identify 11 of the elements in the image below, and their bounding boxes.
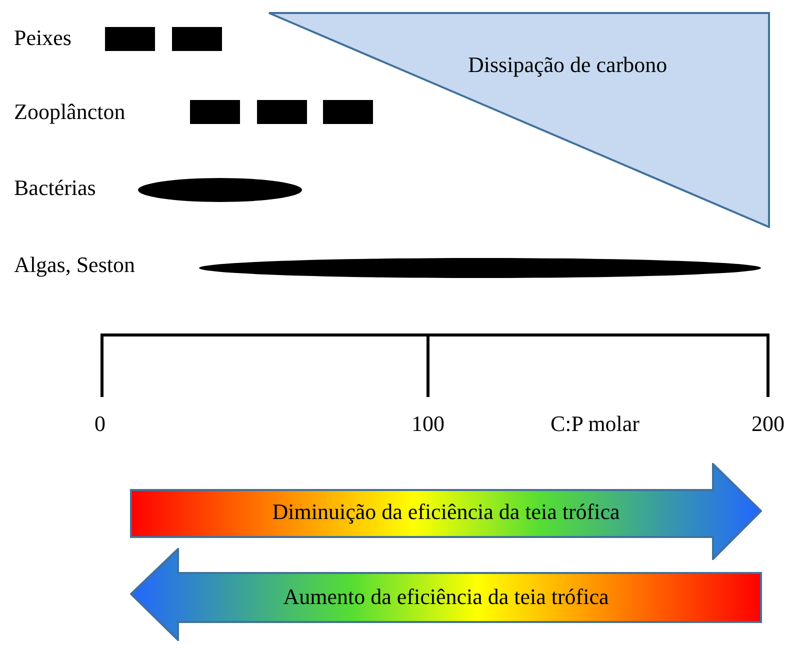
arrow-label: Diminuição da eficiência da teia trófica	[272, 499, 620, 525]
tick-label: 200	[752, 411, 784, 437]
axis-label: C:P molar	[550, 411, 640, 437]
group-label: Zooplâncton	[14, 99, 126, 125]
arrow-label: Aumento da eficiência da teia trófica	[283, 584, 609, 610]
shape-label: Dissipação de carbono	[468, 52, 668, 78]
group-label: Algas, Seston	[14, 252, 135, 278]
tick-label: 100	[412, 411, 444, 437]
group-label: Peixes	[14, 25, 72, 51]
group-label: Bactérias	[14, 175, 96, 201]
tick-label: 0	[94, 411, 106, 437]
